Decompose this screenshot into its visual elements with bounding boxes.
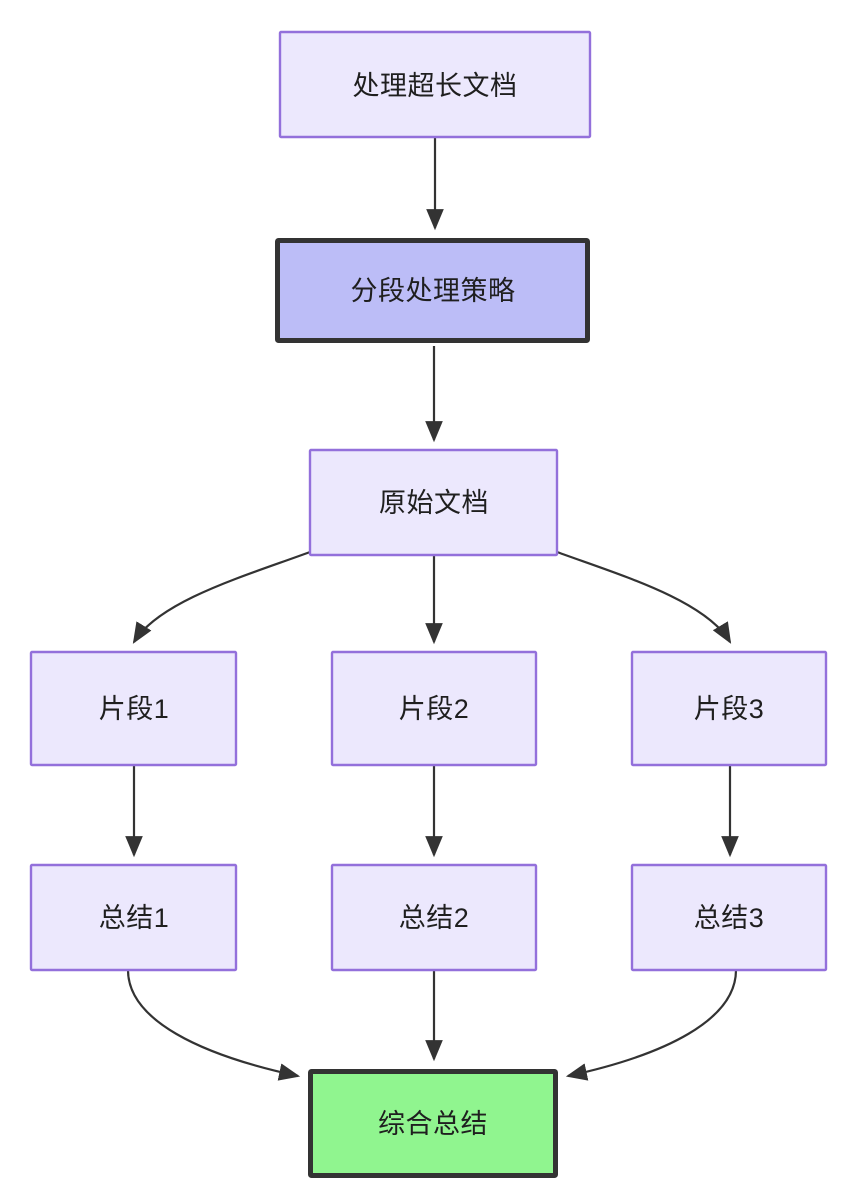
edge-n3-n4 <box>132 550 311 644</box>
edge-n3-n6 <box>556 550 732 644</box>
node-label: 总结1 <box>99 903 170 933</box>
node-rect[interactable] <box>630 863 828 972</box>
node-fragment-3[interactable]: 片段3 <box>630 650 828 767</box>
node-fragment-2[interactable]: 片段2 <box>330 650 538 767</box>
edge-n9-n10 <box>565 969 738 1081</box>
node-final-summary[interactable]: 综合总结 <box>308 1069 558 1178</box>
node-rect[interactable] <box>308 448 559 557</box>
node-fragment-1[interactable]: 片段1 <box>29 650 238 767</box>
edge-layer <box>125 137 739 1081</box>
node-rect[interactable] <box>29 650 238 767</box>
edge-n7-n10 <box>126 969 301 1081</box>
node-rect[interactable] <box>275 238 590 343</box>
node-label: 总结2 <box>399 903 470 933</box>
node-label: 分段处理策略 <box>351 276 516 306</box>
node-label: 总结3 <box>694 903 765 933</box>
node-label: 片段1 <box>99 694 170 724</box>
node-summary-3[interactable]: 总结3 <box>630 863 828 972</box>
node-label: 片段2 <box>399 694 470 724</box>
node-rect[interactable] <box>630 650 828 767</box>
node-label: 片段3 <box>694 694 765 724</box>
node-layer: 处理超长文档 分段处理策略 原始文档 片段1 片段2 片段3 <box>29 30 828 1178</box>
node-label: 处理超长文档 <box>353 71 518 101</box>
node-label: 综合总结 <box>378 1109 488 1139</box>
node-source-document[interactable]: 原始文档 <box>308 448 559 557</box>
node-summary-2[interactable]: 总结2 <box>330 863 538 972</box>
node-rect[interactable] <box>278 30 592 139</box>
node-process-long-document[interactable]: 处理超长文档 <box>278 30 592 139</box>
node-label: 原始文档 <box>379 488 489 518</box>
node-chunking-strategy[interactable]: 分段处理策略 <box>275 238 590 343</box>
node-rect[interactable] <box>330 650 538 767</box>
node-rect[interactable] <box>330 863 538 972</box>
node-rect[interactable] <box>29 863 238 972</box>
node-rect[interactable] <box>308 1069 558 1178</box>
node-summary-1[interactable]: 总结1 <box>29 863 238 972</box>
